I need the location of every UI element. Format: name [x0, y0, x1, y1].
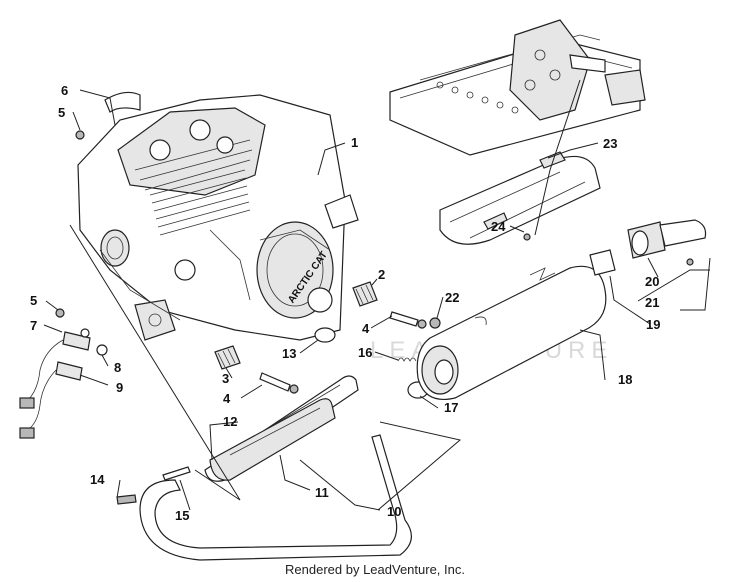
screw-21 — [686, 258, 694, 266]
callout-15: 15 — [175, 508, 189, 523]
fastener-upper — [75, 130, 85, 140]
footer-credit: Rendered by LeadVenture, Inc. — [285, 562, 465, 577]
bolt-upper — [389, 311, 427, 329]
callout-1: 1 — [351, 135, 358, 150]
spring-16 — [397, 357, 417, 362]
callout-5-upper: 5 — [58, 105, 65, 120]
callout-5-lower: 5 — [30, 293, 37, 308]
nut-22 — [429, 317, 441, 329]
pipe-heat-shield — [209, 398, 336, 481]
callout-17: 17 — [444, 400, 458, 415]
callout-4-lower: 4 — [223, 391, 231, 406]
washer-upper — [80, 328, 90, 338]
callout-10: 10 — [387, 504, 401, 519]
frame-section — [389, 19, 646, 156]
spark-arrestor — [627, 219, 707, 259]
screw-24 — [523, 233, 531, 241]
callout-22: 22 — [445, 290, 459, 305]
callout-16: 16 — [358, 345, 372, 360]
callout-23: 23 — [603, 136, 617, 151]
callout-4-upper: 4 — [362, 321, 370, 336]
callout-14: 14 — [90, 472, 105, 487]
callout-2: 2 — [378, 267, 385, 282]
sensor-harness-lower — [19, 361, 83, 439]
sensor-upper — [352, 281, 378, 307]
washer-lower — [96, 344, 108, 356]
callout-12: 12 — [223, 414, 237, 429]
callout-24: 24 — [491, 219, 506, 234]
callout-9: 9 — [116, 380, 123, 395]
bolt-lower — [259, 372, 299, 394]
gasket-19 — [589, 249, 616, 276]
heat-shield — [439, 151, 601, 245]
callout-7: 7 — [30, 318, 37, 333]
callout-13: 13 — [282, 346, 296, 361]
sensor-lower — [214, 345, 241, 370]
bolt-14 — [116, 494, 137, 505]
callout-numbers: 1 2 3 4 4 5 5 6 7 8 9 10 11 12 13 14 15 … — [30, 83, 660, 523]
callout-6: 6 — [61, 83, 68, 98]
exhaust-header-pipe — [139, 434, 412, 561]
callout-19: 19 — [646, 317, 660, 332]
gasket-6 — [104, 91, 141, 113]
callout-8: 8 — [114, 360, 121, 375]
leader-lines — [43, 79, 711, 511]
pin-15 — [162, 466, 191, 481]
muffler — [416, 265, 607, 400]
callout-21: 21 — [645, 295, 659, 310]
callout-3: 3 — [222, 371, 229, 386]
callout-11: 11 — [315, 485, 329, 500]
fastener-lower — [55, 308, 65, 318]
callout-18: 18 — [618, 372, 632, 387]
callout-20: 20 — [645, 274, 659, 289]
clamp-13 — [314, 327, 336, 343]
engine-assembly: ARCTIC CAT — [77, 94, 359, 341]
